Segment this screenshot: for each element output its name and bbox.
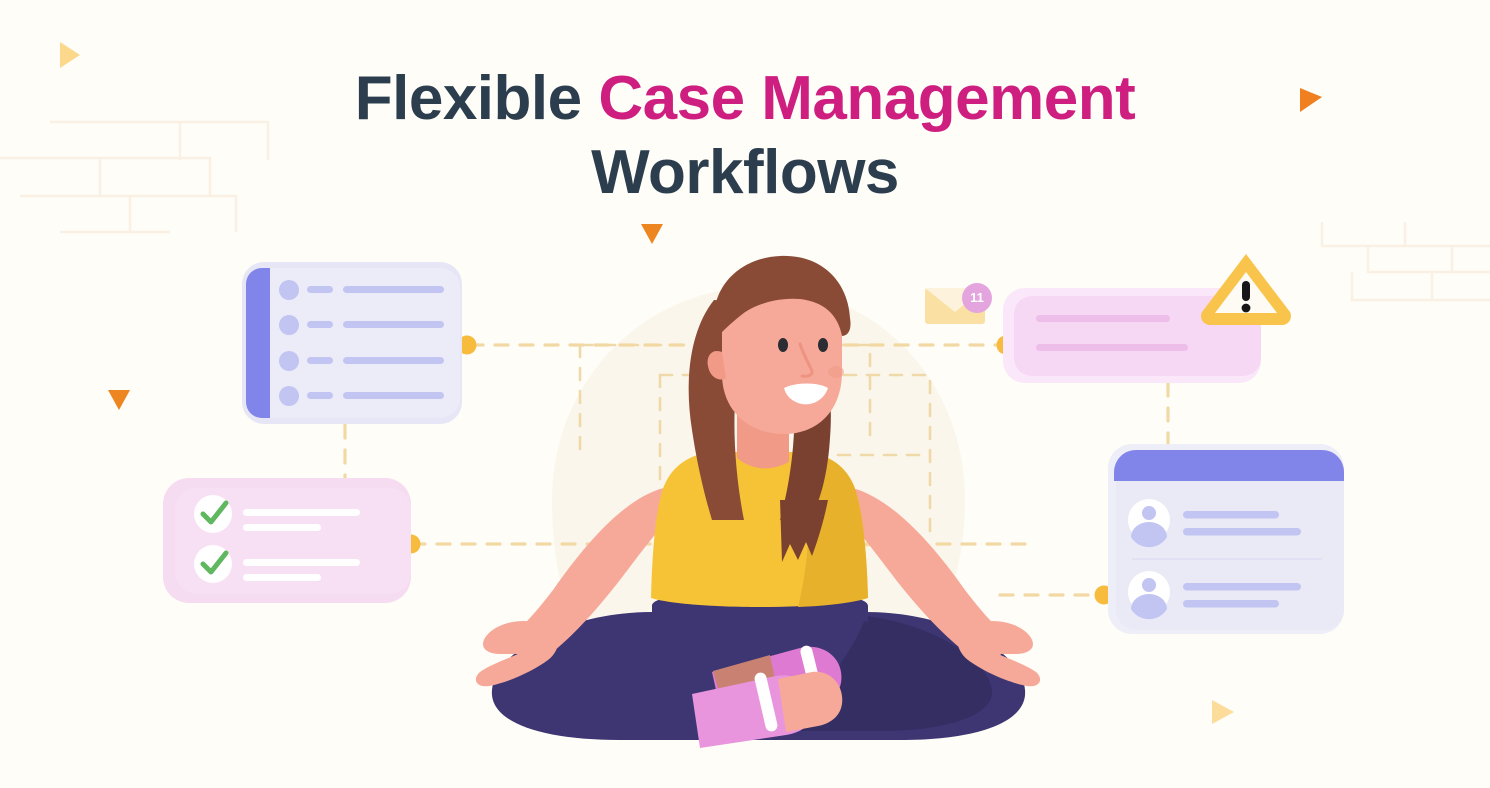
warning-triangle-icon[interactable] (1201, 254, 1291, 325)
checklist-item[interactable] (194, 495, 360, 533)
triangle-center-top (641, 224, 663, 244)
woman-sleeve-right (820, 484, 862, 534)
woman-sock-band-lower (754, 672, 778, 732)
brick-pattern-top-right (1320, 222, 1490, 302)
task-row[interactable] (279, 280, 444, 300)
checklist-item[interactable] (194, 545, 360, 583)
brick-pattern-top-left (0, 120, 270, 234)
envelope-badge (962, 283, 992, 313)
woman-arm-left (506, 487, 680, 668)
message-card[interactable] (1003, 288, 1261, 383)
message-line (1036, 344, 1188, 351)
woman-hair-fringe (713, 255, 851, 337)
triangle-top-left (60, 42, 80, 68)
woman-mouth (784, 383, 828, 405)
title-part-case-management: Case Management (598, 64, 1136, 133)
woman-hand-right (957, 620, 1041, 687)
task-list-card[interactable] (242, 262, 462, 424)
woman-sleeve-left (656, 484, 698, 534)
triangle-bottom-right (1212, 700, 1234, 724)
message-line (1036, 315, 1170, 322)
woman-hair-back (688, 300, 760, 520)
title-line-workflows: Workflows (591, 138, 899, 207)
woman-ear (707, 350, 726, 380)
woman-eye-right (818, 338, 828, 352)
woman-hair-tips (780, 500, 828, 562)
checklist-card[interactable] (163, 478, 411, 603)
page-title: Flexible Case Management Workflows (0, 62, 1490, 210)
title-part-flexible: Flexible (354, 64, 599, 133)
task-row[interactable] (279, 351, 444, 371)
triangle-top-right (1300, 88, 1322, 112)
task-row[interactable] (279, 315, 444, 335)
woman-leg-shade-left (517, 616, 720, 731)
user-list-card[interactable] (1108, 444, 1344, 634)
meditating-woman-illustration (475, 255, 1041, 748)
woman-nose (798, 342, 814, 378)
woman-foot-skin (778, 671, 843, 732)
connector-dot-tasklist (457, 335, 477, 355)
user-row[interactable] (1128, 571, 1301, 620)
task-list-accent-bar (246, 268, 270, 418)
woman-cheek (828, 366, 844, 378)
woman-arm-right (836, 487, 1012, 668)
woman-hand-left (475, 620, 559, 687)
woman-eye-left (778, 338, 788, 352)
envelope-icon[interactable] (925, 283, 992, 324)
user-list-header (1114, 450, 1344, 481)
task-row[interactable] (279, 386, 444, 406)
user-row[interactable] (1128, 499, 1301, 548)
triangle-mid-left (108, 390, 130, 410)
